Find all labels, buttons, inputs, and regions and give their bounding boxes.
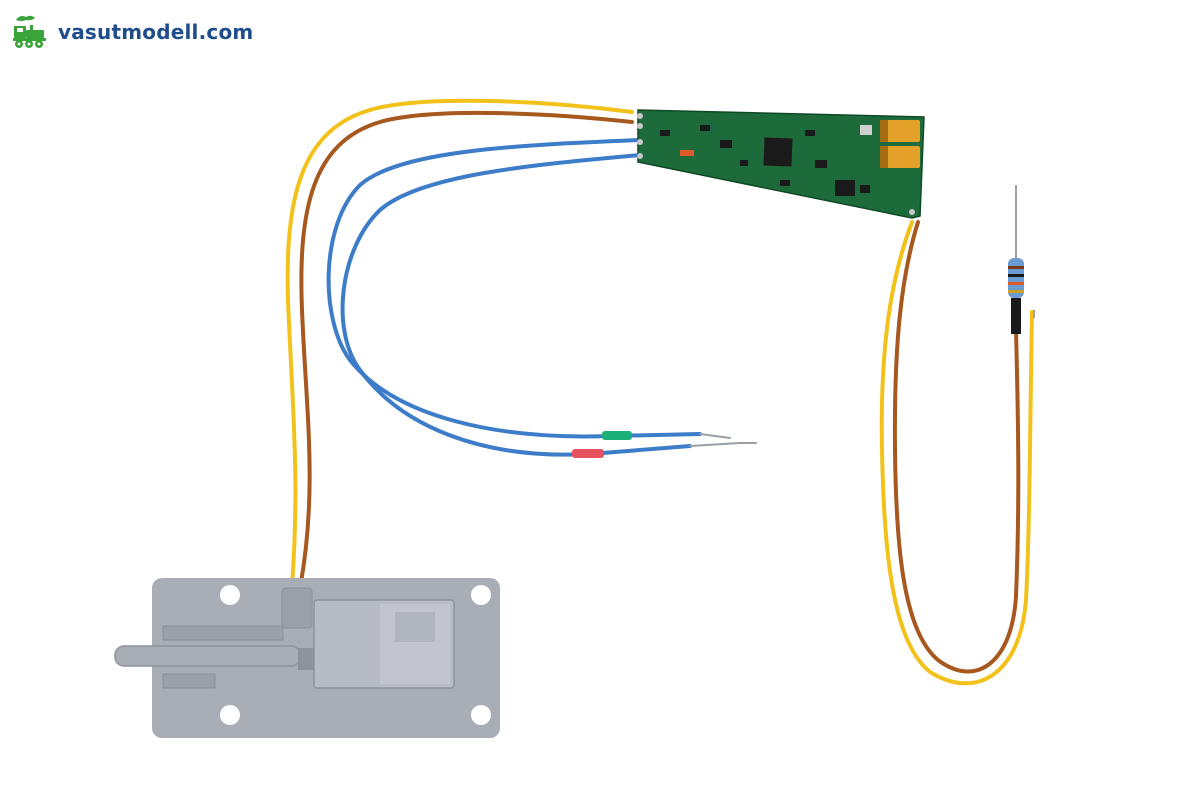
brand-name: vasutmodell.com	[58, 20, 254, 44]
brand-watermark: vasutmodell.com	[10, 12, 253, 52]
locomotive-icon	[13, 15, 46, 48]
point-motor-base	[114, 578, 500, 738]
yellow-brown-wire-pair-left	[285, 98, 634, 590]
resistor	[1008, 185, 1035, 334]
blue-wire-pair	[326, 138, 757, 457]
red-sleeve	[572, 449, 604, 458]
decoder-pcb	[637, 109, 925, 219]
yellow-brown-wire-pair-right	[879, 220, 1034, 686]
green-sleeve	[602, 431, 632, 440]
